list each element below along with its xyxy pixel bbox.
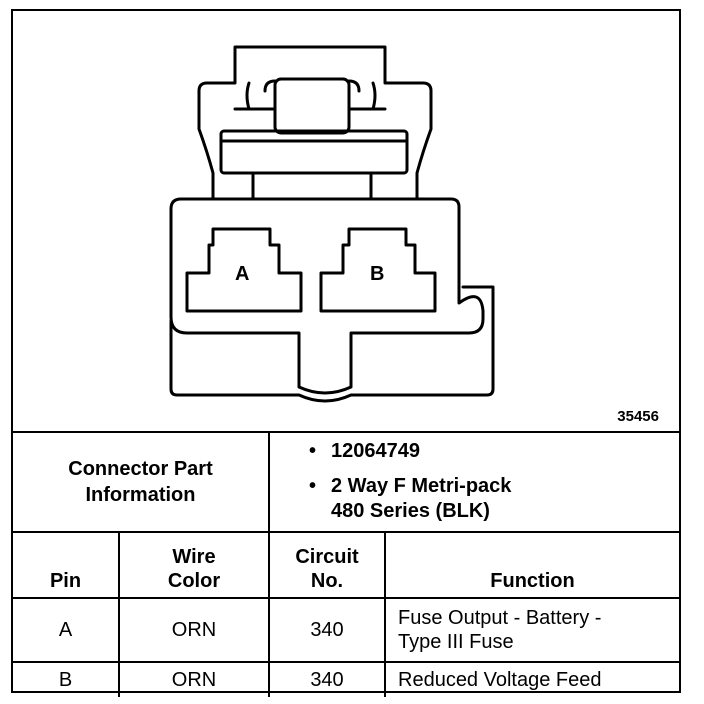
- part-number-row: • 12064749: [309, 439, 511, 465]
- part-description-row: • 2 Way F Metri-pack 480 Series (BLK): [309, 474, 511, 525]
- part-description: 2 Way F Metri-pack 480 Series (BLK): [331, 474, 511, 525]
- table-header-row: Pin Wire Color Circuit No. Function: [13, 531, 679, 599]
- cell-wire-color: ORN: [118, 661, 270, 697]
- figure-number: 35456: [617, 408, 659, 425]
- cell-circuit-no: 340: [268, 597, 386, 663]
- pin-label-a: A: [235, 263, 250, 285]
- part-info-list: • 12064749 • 2 Way F Metri-pack 480 Seri…: [309, 439, 511, 534]
- terminal-cavity-b: [319, 227, 437, 313]
- connector-diagram: A B 35456: [13, 11, 679, 431]
- pin-table: Pin Wire Color Circuit No. Function A OR…: [13, 531, 679, 697]
- bullet: •: [309, 440, 317, 462]
- cell-pin: A: [13, 597, 120, 663]
- part-description-line: 480 Series (BLK): [331, 500, 490, 523]
- cell-function: Reduced Voltage Feed: [384, 661, 679, 697]
- part-info-label-line: Connector Part: [68, 458, 213, 481]
- connector-shroud-outline: [169, 285, 495, 403]
- upper-housing-outline: [197, 45, 433, 201]
- table-row: A ORN 340 Fuse Output - Battery - Type I…: [13, 597, 679, 663]
- part-number: 12064749: [331, 440, 420, 462]
- pin-label-b: B: [370, 263, 385, 285]
- connector-part-info: Connector Part Information • 12064749 • …: [13, 431, 679, 533]
- part-description-line: 2 Way F Metri-pack: [331, 474, 512, 497]
- cell-pin: B: [13, 661, 120, 697]
- lock-latch: [273, 77, 351, 135]
- bullet: •: [309, 474, 317, 497]
- header-wire-color: Wire Color: [118, 531, 270, 599]
- connector-sheet: A B 35456 Connector Part Information • 1…: [11, 9, 681, 697]
- header-function: Function: [384, 531, 679, 599]
- cell-function: Fuse Output - Battery - Type III Fuse: [384, 597, 679, 663]
- housing-crossbar: [219, 129, 409, 175]
- header-pin: Pin: [13, 531, 120, 599]
- part-info-label-line: Information: [85, 484, 196, 506]
- cell-wire-color: ORN: [118, 597, 270, 663]
- header-circuit-no: Circuit No.: [268, 531, 386, 599]
- part-info-label: Connector Part Information: [13, 433, 270, 533]
- terminal-cavity-a: [185, 227, 303, 313]
- connector-drawing: [169, 45, 495, 403]
- cell-circuit-no: 340: [268, 661, 386, 697]
- connector-body-outline: [169, 197, 485, 395]
- table-row: B ORN 340 Reduced Voltage Feed: [13, 661, 679, 697]
